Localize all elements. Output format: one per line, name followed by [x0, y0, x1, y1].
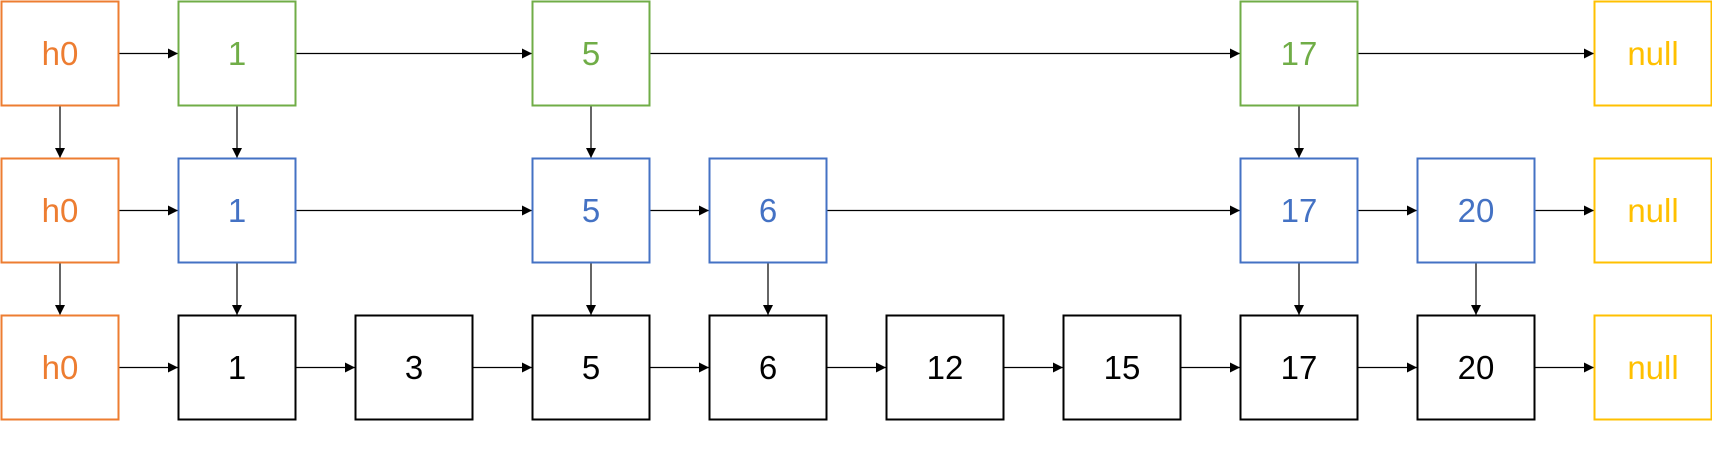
level-base-node-15: 15 [1062, 314, 1182, 421]
level-base-node-3-label: 3 [405, 349, 423, 386]
level-mid-node-6: 6 [708, 157, 828, 264]
level-mid-null-node-label: null [1627, 192, 1678, 229]
level-base-node-5: 5 [531, 314, 651, 421]
level-top-node-17: 17 [1239, 0, 1359, 107]
level-mid-head-node-label: h0 [42, 192, 79, 229]
level-top-null-node-box [1593, 0, 1712, 107]
level-base-node-1-label: 1 [228, 349, 246, 386]
level-mid-node-20-label: 20 [1458, 192, 1495, 229]
level-top-node-5-box [531, 0, 651, 107]
level-base-node-12: 12 [885, 314, 1005, 421]
level-base-node-15-box [1062, 314, 1182, 421]
level-top-head-node-box [0, 0, 120, 107]
level-base-head-node-label: h0 [42, 349, 79, 386]
level-mid-head-node: h0 [0, 157, 120, 264]
level-base-node-20-box [1416, 314, 1536, 421]
edges-layer [55, 48, 1594, 373]
level-mid-node-20-box [1416, 157, 1536, 264]
level-base-node-12-box [885, 314, 1005, 421]
level-mid-null-node: null [1593, 157, 1712, 264]
level-mid-node-20: 20 [1416, 157, 1536, 264]
level-base-node-20: 20 [1416, 314, 1536, 421]
level-base-node-3: 3 [354, 314, 474, 421]
level-base-node-12-label: 12 [927, 349, 964, 386]
level-mid-node-5-label: 5 [582, 192, 600, 229]
level-top-node-17-box [1239, 0, 1359, 107]
level-base-node-3-box [354, 314, 474, 421]
level-mid-node-6-box [708, 157, 828, 264]
level-mid-node-1-label: 1 [228, 192, 246, 229]
level-mid-node-1: 1 [177, 157, 297, 264]
level-base-node-20-label: 20 [1458, 349, 1495, 386]
level-top-node-5-label: 5 [582, 35, 600, 72]
level-base-node-1: 1 [177, 314, 297, 421]
level-mid-node-17: 17 [1239, 157, 1359, 264]
level-base-null-node-label: null [1627, 349, 1678, 386]
level-top-head-node: h0 [0, 0, 120, 107]
level-base-node-5-box [531, 314, 651, 421]
level-base-head-node: h0 [0, 314, 120, 421]
level-mid-null-node-box [1593, 157, 1712, 264]
level-top-node-17-label: 17 [1281, 35, 1318, 72]
level-base-node-6-label: 6 [759, 349, 777, 386]
level-base-node-17: 17 [1239, 314, 1359, 421]
level-base-null-node: null [1593, 314, 1712, 421]
level-base-node-5-label: 5 [582, 349, 600, 386]
level-mid-node-1-box [177, 157, 297, 264]
level-top-null-node: null [1593, 0, 1712, 107]
level-top-node-1-label: 1 [228, 35, 246, 72]
level-base-node-6: 6 [708, 314, 828, 421]
level-top-node-1: 1 [177, 0, 297, 107]
level-base-node-6-box [708, 314, 828, 421]
level-mid-node-17-box [1239, 157, 1359, 264]
level-base-node-15-label: 15 [1104, 349, 1141, 386]
level-mid-node-5: 5 [531, 157, 651, 264]
level-base-node-17-label: 17 [1281, 349, 1318, 386]
level-mid-head-node-box [0, 157, 120, 264]
level-top-null-node-label: null [1627, 35, 1678, 72]
level-base-node-17-box [1239, 314, 1359, 421]
level-mid-node-5-box [531, 157, 651, 264]
level-base-null-node-box [1593, 314, 1712, 421]
level-top-node-5: 5 [531, 0, 651, 107]
level-mid-node-6-label: 6 [759, 192, 777, 229]
level-top-node-1-box [177, 0, 297, 107]
level-base-node-1-box [177, 314, 297, 421]
level-base-head-node-box [0, 314, 120, 421]
level-top-head-node-label: h0 [42, 35, 79, 72]
level-mid-node-17-label: 17 [1281, 192, 1318, 229]
